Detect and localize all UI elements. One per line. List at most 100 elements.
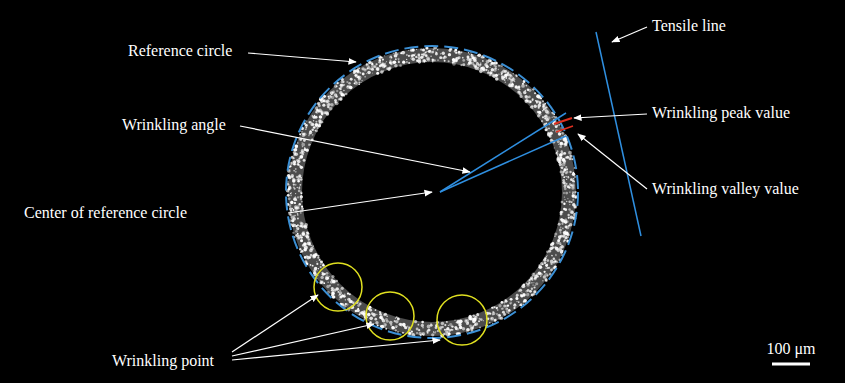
speckle bbox=[340, 296, 343, 299]
speckle bbox=[397, 58, 399, 60]
speckle bbox=[466, 328, 470, 332]
speckle bbox=[309, 133, 311, 135]
speckle bbox=[306, 148, 309, 151]
speckle bbox=[320, 264, 322, 266]
callout-label: Reference circle bbox=[128, 42, 232, 60]
speckle bbox=[546, 117, 548, 119]
speckle bbox=[475, 322, 479, 326]
speckle bbox=[507, 308, 508, 309]
speckle bbox=[528, 293, 529, 294]
speckle bbox=[530, 106, 533, 109]
speckle bbox=[489, 74, 491, 76]
speckle bbox=[330, 103, 334, 107]
speckle bbox=[347, 85, 349, 87]
speckle bbox=[326, 272, 329, 275]
speckle bbox=[441, 322, 444, 325]
speckle bbox=[426, 57, 430, 61]
speckle bbox=[551, 255, 552, 256]
speckle bbox=[369, 317, 373, 321]
speckle bbox=[315, 111, 317, 113]
speckle bbox=[541, 120, 543, 122]
speckle bbox=[394, 64, 398, 68]
speckle bbox=[558, 223, 561, 226]
speckle bbox=[343, 84, 345, 86]
speckle bbox=[539, 265, 543, 269]
speckle bbox=[359, 312, 362, 315]
speckle bbox=[564, 199, 565, 200]
speckle bbox=[545, 264, 548, 267]
speckle bbox=[536, 273, 539, 276]
speckle bbox=[297, 207, 300, 210]
speckle bbox=[462, 57, 464, 59]
speckle bbox=[366, 73, 367, 74]
speckle bbox=[431, 333, 434, 336]
speckle bbox=[486, 66, 488, 68]
speckle bbox=[425, 54, 428, 57]
speckle bbox=[297, 178, 300, 181]
speckle bbox=[432, 59, 434, 61]
speckle bbox=[313, 126, 316, 129]
speckle bbox=[573, 178, 574, 179]
speckle bbox=[537, 111, 540, 114]
speckle bbox=[500, 317, 503, 320]
speckle bbox=[567, 237, 569, 239]
speckle bbox=[561, 167, 564, 170]
speckle bbox=[566, 201, 567, 202]
speckle bbox=[377, 68, 380, 71]
speckle bbox=[318, 109, 322, 113]
speckle bbox=[435, 52, 438, 55]
speckle bbox=[379, 316, 382, 319]
speckle bbox=[560, 226, 562, 228]
speckle bbox=[387, 67, 391, 71]
speckle bbox=[561, 173, 564, 176]
speckle bbox=[430, 323, 431, 324]
speckle bbox=[454, 51, 456, 53]
speckle bbox=[365, 68, 367, 70]
speckle bbox=[533, 293, 536, 296]
speckle bbox=[366, 64, 369, 67]
speckle bbox=[546, 256, 547, 257]
speckle bbox=[345, 93, 348, 96]
speckle bbox=[561, 211, 564, 214]
speckle bbox=[572, 193, 573, 194]
speckle bbox=[439, 56, 442, 59]
speckle bbox=[309, 131, 312, 134]
speckle bbox=[395, 325, 398, 328]
speckle bbox=[298, 190, 301, 193]
speckle bbox=[339, 88, 340, 89]
speckle bbox=[473, 64, 475, 66]
speckle bbox=[397, 318, 399, 320]
speckle bbox=[472, 327, 474, 329]
speckle bbox=[372, 313, 376, 317]
speckle bbox=[301, 250, 304, 253]
speckle bbox=[318, 122, 321, 125]
speckle bbox=[476, 313, 479, 316]
speckle bbox=[430, 56, 432, 58]
speckle bbox=[347, 292, 349, 294]
speckle bbox=[367, 71, 371, 75]
speckle bbox=[510, 81, 513, 84]
speckle bbox=[558, 132, 561, 135]
speckle bbox=[300, 251, 302, 253]
speckle bbox=[397, 331, 399, 333]
speckle bbox=[427, 328, 430, 331]
speckle bbox=[431, 51, 434, 54]
speckle bbox=[316, 263, 318, 265]
speckle bbox=[452, 62, 456, 66]
speckle bbox=[435, 51, 436, 52]
speckle bbox=[336, 86, 337, 87]
speckle bbox=[525, 85, 527, 87]
speckle bbox=[555, 254, 557, 256]
speckle bbox=[298, 180, 300, 182]
speckle bbox=[297, 160, 300, 163]
speckle bbox=[331, 94, 332, 95]
speckle bbox=[302, 233, 305, 236]
speckle bbox=[325, 277, 328, 280]
speckle bbox=[416, 332, 418, 334]
speckle bbox=[557, 150, 559, 152]
speckle bbox=[432, 59, 434, 61]
speckle bbox=[354, 82, 356, 84]
speckle bbox=[523, 284, 525, 286]
speckle bbox=[315, 130, 318, 133]
speckle bbox=[523, 91, 526, 94]
